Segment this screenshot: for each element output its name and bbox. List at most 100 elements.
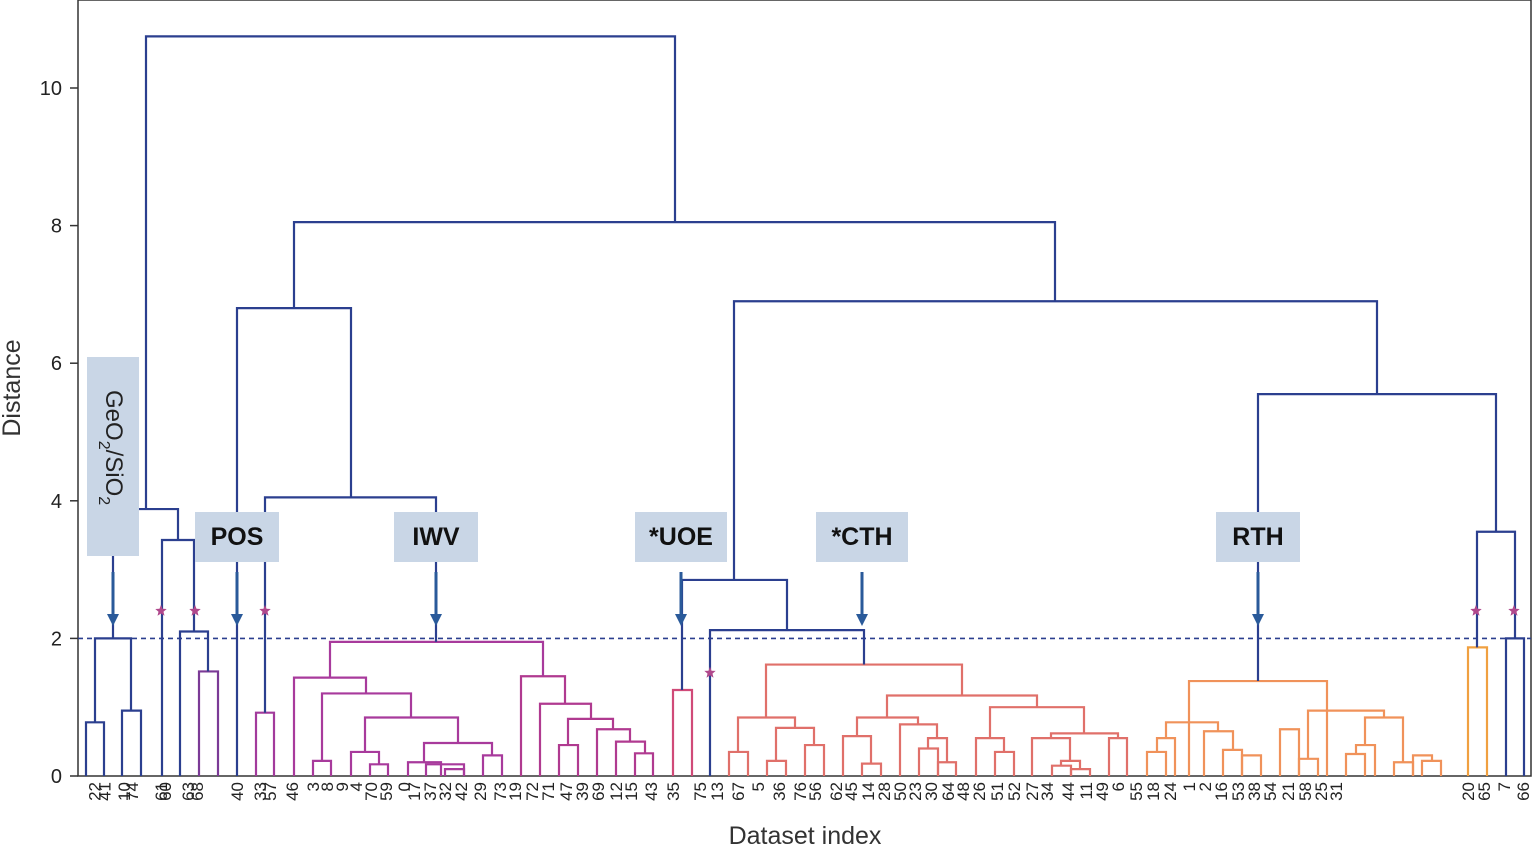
leaf-label: 32: [436, 782, 455, 801]
leaf-label: 28: [875, 782, 894, 801]
leaf-label: 14: [859, 782, 878, 801]
dendrogram-branch: [1475, 530, 1517, 648]
annotation-label: IWV: [412, 523, 460, 551]
leaf-label: 50: [891, 782, 910, 801]
leaf-label: 64: [939, 782, 958, 801]
y-tick-label: 10: [40, 78, 62, 100]
leaf-label: 34: [1038, 782, 1057, 801]
leaf-label: 19: [506, 782, 525, 801]
star-marker: [1508, 604, 1520, 616]
leaf-label: 13: [708, 782, 727, 801]
leaf-label: 48: [954, 782, 973, 801]
subscript: 2: [95, 496, 112, 505]
star-marker: [704, 666, 716, 678]
dendrogram-branch: [614, 740, 647, 776]
leaf-label: 71: [539, 782, 558, 801]
leaf-label: 51: [988, 782, 1007, 801]
dendrogram-branch: [328, 640, 545, 678]
leaf-label: 17: [405, 782, 424, 801]
dendrogram-branch: [368, 763, 390, 776]
leaf-label: 60: [156, 782, 175, 801]
leaf-label: 45: [842, 782, 861, 801]
leaf-label: 9: [333, 782, 352, 791]
leaf-label: 15: [622, 782, 641, 801]
annotation-label: *UOE: [649, 523, 713, 551]
dendrogram-branch: [1278, 728, 1301, 776]
formula-text: GeO: [100, 390, 127, 441]
leaf-label: 30: [922, 782, 941, 801]
annotation-arrow-head: [430, 614, 442, 626]
geo-sio2-box: [87, 357, 139, 556]
star-marker: [259, 604, 271, 616]
leaf-label: 0: [395, 782, 414, 791]
leaf-label: 27: [1023, 782, 1042, 801]
leaf-label: 68: [188, 782, 207, 801]
leaf-label: 46: [283, 782, 302, 801]
leaf-label: 52: [1005, 782, 1024, 801]
leaf-label: 38: [1245, 782, 1264, 801]
leaf-label: 20: [1459, 782, 1478, 801]
leaf-label: 37: [421, 782, 440, 801]
dendrogram-branch: [1466, 646, 1489, 776]
dendrogram-branch: [708, 629, 866, 776]
annotation-arrow-head: [856, 614, 868, 626]
dendrogram-branch: [1221, 748, 1244, 776]
dendrogram-branch: [197, 670, 220, 776]
leaf-label: 2: [1196, 782, 1215, 791]
dendrogram-branch: [1392, 761, 1415, 776]
annotation-box: [1216, 512, 1300, 562]
dendrogram-branch: [595, 728, 632, 776]
dendrogram-branch: [178, 630, 210, 776]
leaf-label: 1: [1180, 782, 1199, 791]
y-tick-label: 2: [51, 628, 62, 650]
leaf-label: 39: [573, 782, 592, 801]
leaf-label: 12: [607, 782, 626, 801]
dendrogram-branch: [1363, 716, 1405, 763]
leaf-label: 31: [1327, 782, 1346, 801]
dendrogram-branch: [538, 702, 593, 776]
leaf-label: 10: [115, 782, 134, 801]
dendrogram-branch: [1202, 730, 1235, 776]
dendrogram-branch: [855, 716, 920, 737]
annotation-box: [635, 512, 727, 562]
star-marker: [1470, 604, 1482, 616]
annotation-label: RTH: [1232, 523, 1283, 551]
dendrogram-branch: [481, 754, 504, 776]
leaf-label: 5: [749, 782, 768, 791]
leaf-label: 73: [491, 782, 510, 801]
annotation-box: [394, 512, 478, 562]
leaf-label: 56: [806, 782, 825, 801]
leaf-label: 47: [557, 782, 576, 801]
dendrogram-branch: [803, 743, 826, 776]
leaf-label: 58: [1296, 782, 1315, 801]
annotation-box: [195, 512, 279, 562]
leaf-label: 62: [827, 782, 846, 801]
dendrogram-branch: [144, 35, 677, 510]
leaf-label: 63: [179, 782, 198, 801]
dendrogram-branch: [736, 716, 797, 752]
dendrogram-branch: [860, 762, 883, 776]
leaf-label: 66: [1514, 782, 1533, 801]
leaf-label: 65: [1475, 782, 1494, 801]
annotation-box: [816, 512, 908, 562]
leaf-label: 75: [691, 782, 710, 801]
leaf-label: 76: [791, 782, 810, 801]
dendrogram-branch: [1420, 759, 1443, 776]
leaf-label: 40: [228, 782, 247, 801]
annotation-arrow-head: [1252, 614, 1264, 626]
dendrogram-branch: [974, 737, 1006, 776]
annotation-label: *CTH: [831, 523, 892, 551]
dendrogram-branch: [1297, 757, 1320, 776]
formula-text: /SiO: [100, 450, 127, 497]
dendrogram-branch: [292, 221, 1057, 309]
dendrogram-branch: [1187, 679, 1329, 776]
dendrogram-branch: [84, 721, 106, 776]
geo-sio2-label: GeO2/SiO2: [95, 390, 127, 505]
subscript: 2: [95, 441, 112, 450]
dendrogram-branch: [1145, 750, 1168, 776]
dendrogram-branch: [1069, 768, 1092, 776]
annotation-arrow-head: [107, 614, 119, 626]
y-axis-title: Distance: [0, 339, 26, 436]
dendrogram-branch: [633, 752, 655, 776]
leaf-label: 33: [251, 782, 270, 801]
